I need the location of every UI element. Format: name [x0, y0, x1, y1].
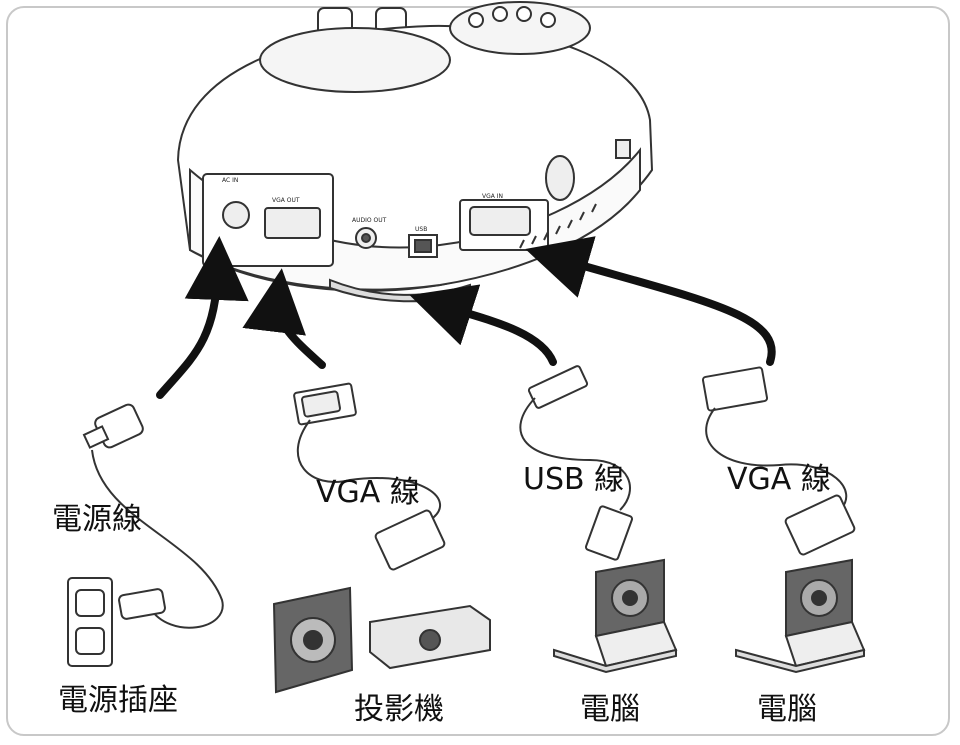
label-computer-1: 電腦 — [580, 692, 640, 727]
ac-in-port — [222, 201, 250, 229]
port-label-ac-in: AC IN — [222, 177, 238, 184]
document-camera — [176, 1, 654, 303]
port-label-audio-out: AUDIO OUT — [352, 217, 387, 224]
label-vga-cable-2: VGA 線 — [727, 462, 831, 497]
arrow-power — [156, 236, 249, 399]
power-outlet-icon — [67, 577, 113, 667]
label-usb-cable: USB 線 — [523, 462, 625, 497]
arrow-vga-out — [242, 268, 326, 369]
vga-out-port — [264, 207, 321, 239]
usb-cable-icon — [519, 365, 633, 561]
label-power-outlet: 電源插座 — [58, 683, 178, 718]
port-label-usb: USB — [415, 226, 427, 233]
vga-cable-1-icon — [293, 382, 446, 571]
label-power-cable: 電源線 — [52, 502, 142, 537]
projector-icon — [272, 586, 491, 694]
vga-in-port — [469, 206, 531, 236]
label-projector: 投影機 — [354, 692, 444, 727]
arrow-vga-in — [525, 236, 776, 366]
port-label-vga-out: VGA OUT — [272, 197, 300, 204]
port-label-vga-in: VGA IN — [482, 193, 503, 200]
computer-1-icon — [553, 558, 678, 674]
power-cable-icon — [82, 403, 224, 629]
computer-2-icon — [735, 558, 866, 674]
label-vga-cable-1: VGA 線 — [316, 475, 420, 510]
vga-cable-2-icon — [701, 366, 856, 556]
arrow-usb — [409, 284, 557, 366]
label-computer-2: 電腦 — [757, 692, 817, 727]
